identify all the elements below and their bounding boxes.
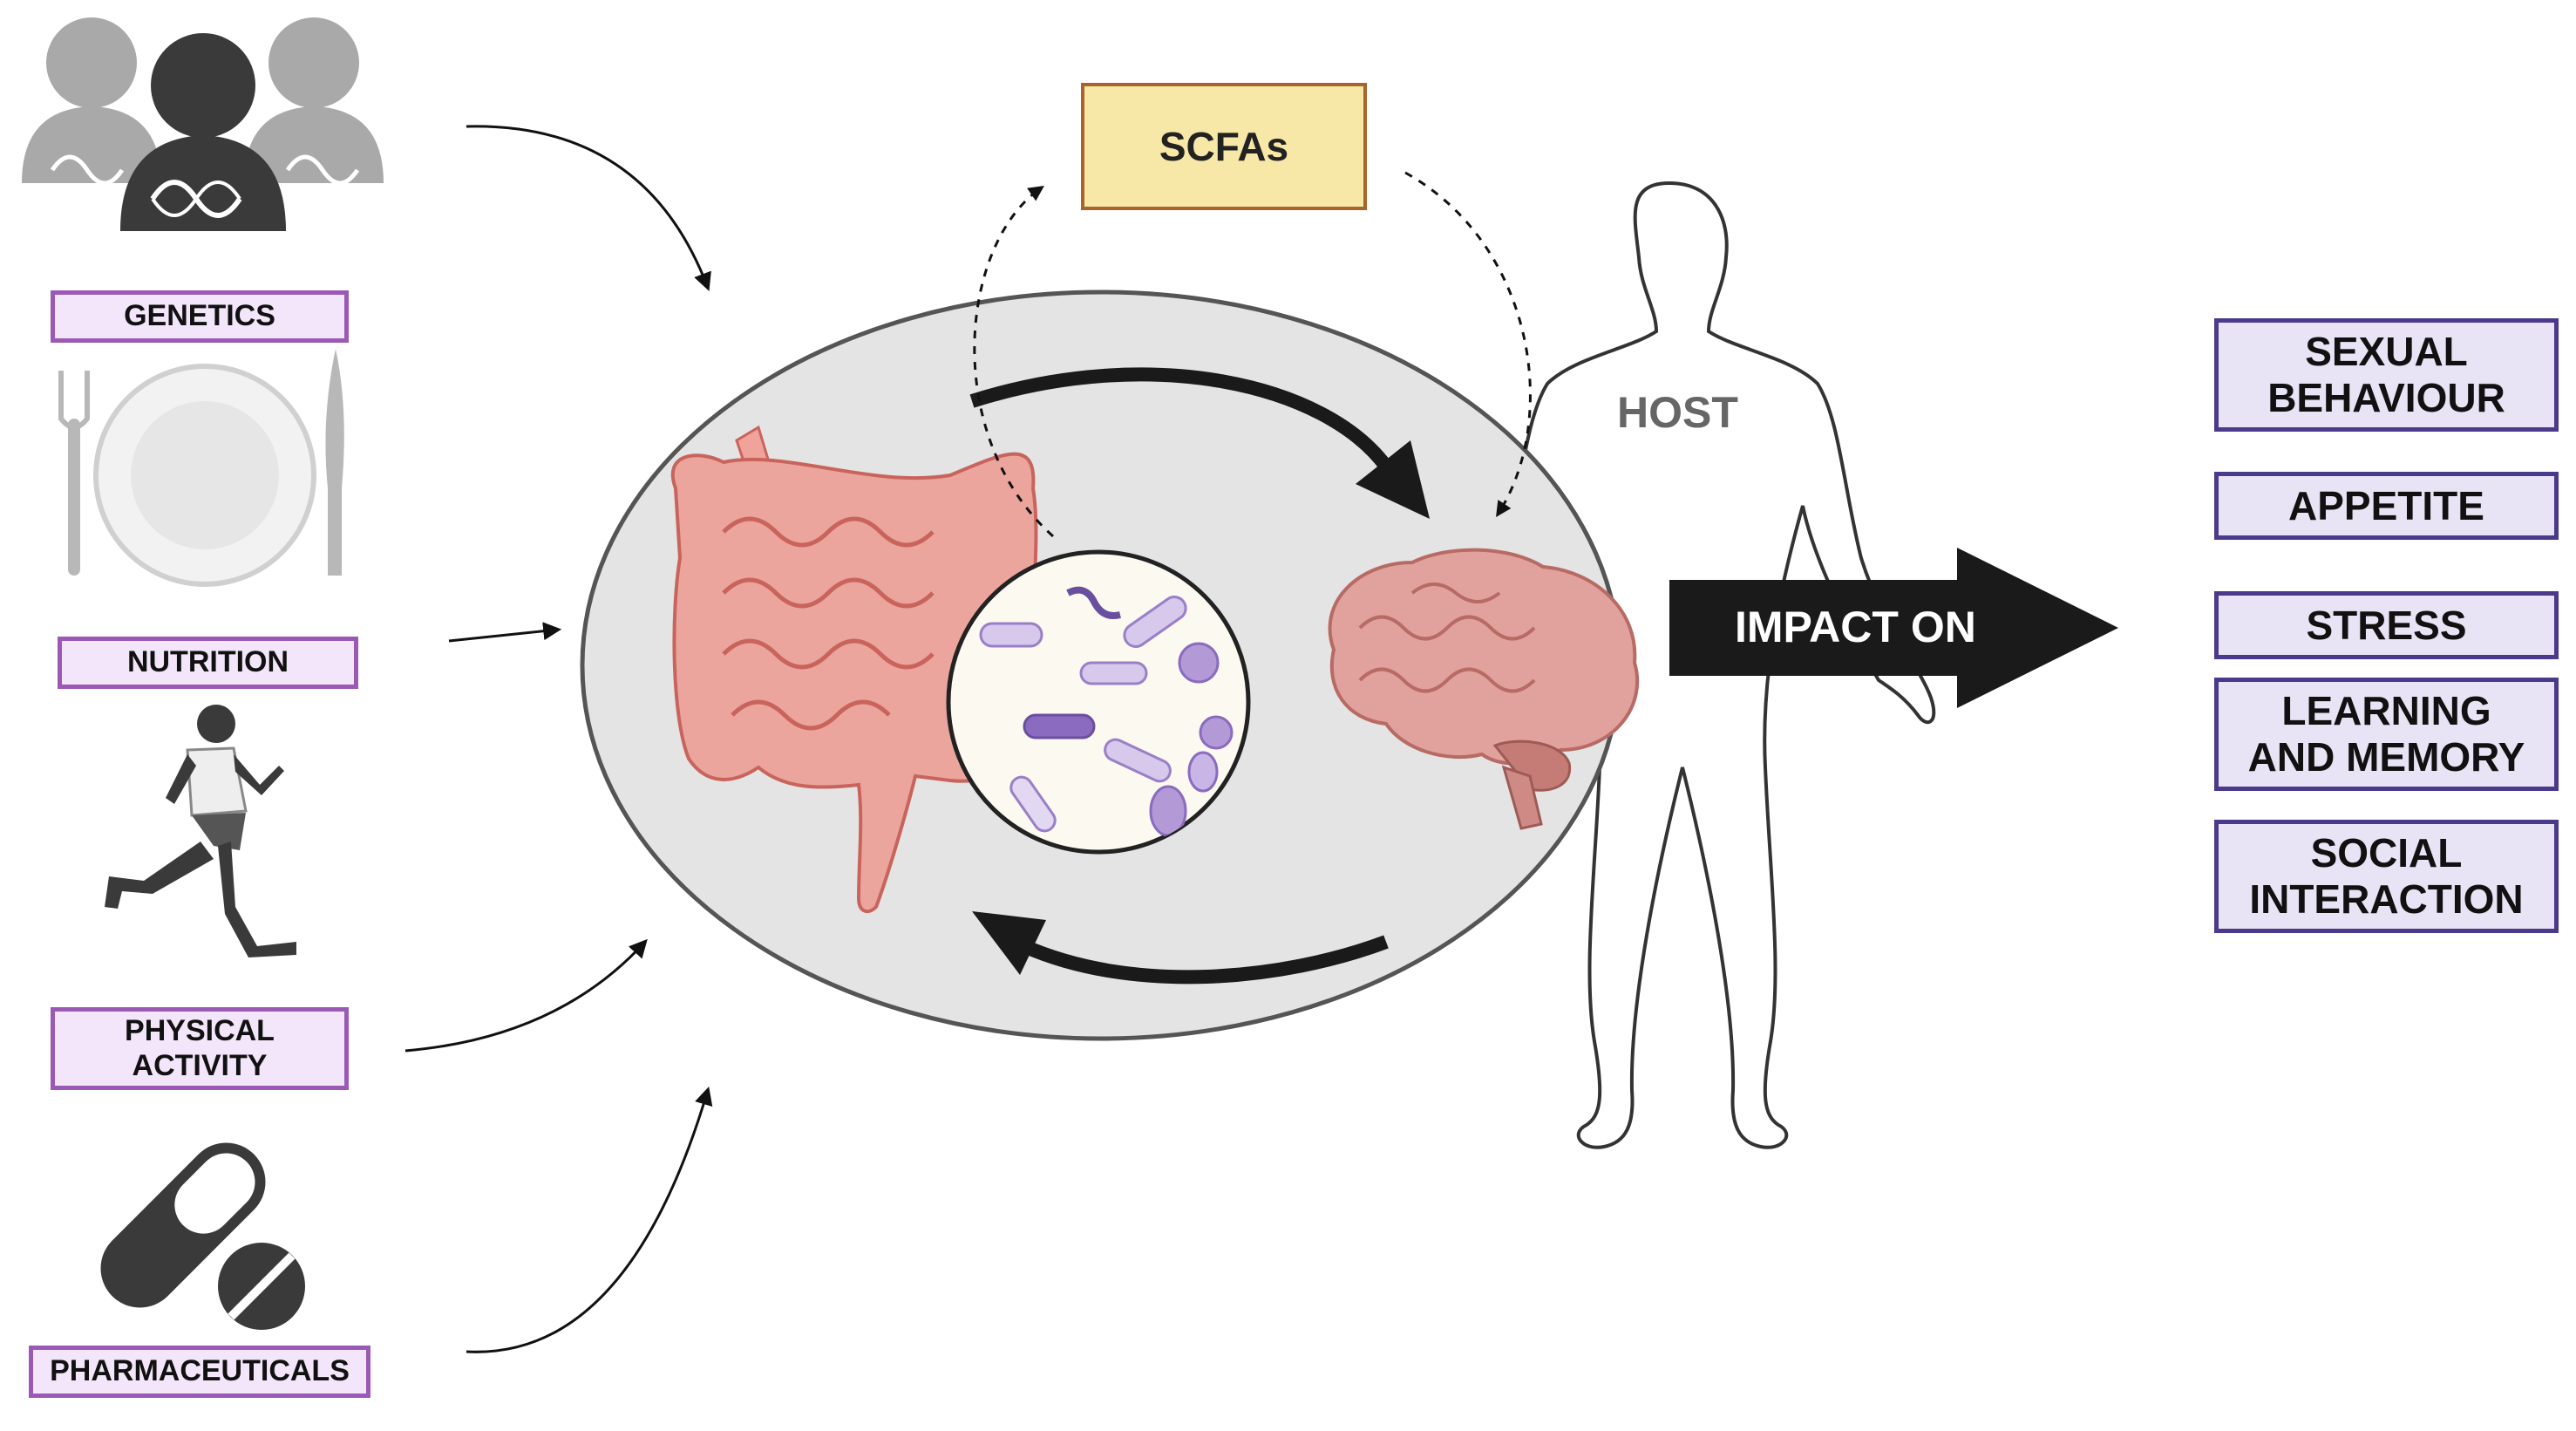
outcome-learning-memory: LEARNING AND MEMORY xyxy=(2214,678,2559,791)
outcome-appetite: APPETITE xyxy=(2214,472,2559,540)
factor-arrows xyxy=(404,125,713,1353)
impact-arrow xyxy=(1669,548,2118,708)
pills-icon xyxy=(100,1142,305,1330)
scfa-dashed-arrows xyxy=(973,171,1532,538)
factor-physical-activity: PHYSICAL ACTIVITY xyxy=(51,1007,349,1090)
gut-icon xyxy=(670,425,1038,914)
outcome-sexual-behaviour: SEXUAL BEHAVIOUR xyxy=(2214,318,2559,432)
runner-icon xyxy=(105,705,296,957)
factor-pharmaceuticals: PHARMACEUTICALS xyxy=(29,1346,370,1398)
impact-label: IMPACT ON xyxy=(1735,603,1976,651)
factor-genetics: GENETICS xyxy=(51,290,349,343)
brain-icon xyxy=(1328,548,1640,830)
outcome-stress: STRESS xyxy=(2214,591,2559,659)
outcome-social-interaction: SOCIAL INTERACTION xyxy=(2214,820,2559,933)
people-dna-icon xyxy=(22,17,384,231)
scfas-box: SCFAs xyxy=(1081,83,1367,210)
host-label: HOST xyxy=(1617,388,1738,437)
factor-nutrition: NUTRITION xyxy=(58,637,358,689)
plate-cutlery-icon xyxy=(58,349,344,587)
gut-to-brain-arrow xyxy=(969,367,1430,519)
brain-to-gut-arrow xyxy=(972,911,1389,985)
microbiome-icon xyxy=(946,549,1251,855)
